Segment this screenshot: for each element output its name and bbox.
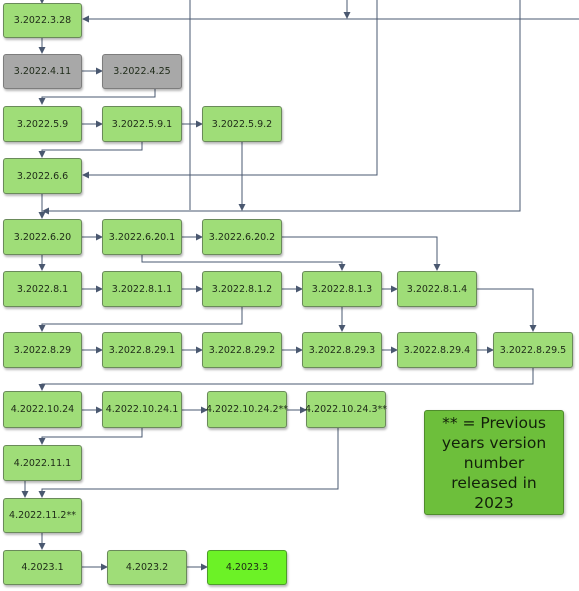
edge-6.20.2-8.1.4 xyxy=(282,236,441,271)
version-node[interactable]: 4.2022.11.2** xyxy=(3,498,82,533)
version-node[interactable]: 3.2022.5.9.1 xyxy=(102,106,182,142)
legend-box: ** = Previous years version number relea… xyxy=(424,410,564,515)
version-node[interactable]: 3.2022.6.6 xyxy=(3,158,82,194)
version-node[interactable]: 3.2022.5.9.2 xyxy=(202,106,282,142)
version-node[interactable]: 3.2022.8.29 xyxy=(3,332,82,368)
edge-right-to-6.6 xyxy=(82,0,378,179)
edge-6.20.1-8.1.3 xyxy=(141,255,346,271)
version-node[interactable]: 3.2022.8.1 xyxy=(3,271,82,307)
version-node[interactable]: 4.2022.10.24 xyxy=(3,391,82,428)
legend-text: ** = Previous years version number relea… xyxy=(441,413,547,512)
version-node[interactable]: 3.2022.8.1.1 xyxy=(102,271,182,307)
version-node[interactable]: 3.2022.8.1.3 xyxy=(302,271,382,307)
edge-right-to-6.20-line xyxy=(42,0,521,215)
version-node[interactable]: 3.2022.8.29.2 xyxy=(202,332,282,368)
edge-8.1.2-8.29 xyxy=(38,307,243,332)
edge-4.25-5.9 xyxy=(38,89,156,105)
edge-8.1.4-8.29.5 xyxy=(477,288,537,332)
version-node[interactable]: 3.2022.8.1.4 xyxy=(397,271,477,307)
version-node[interactable]: 4.2022.11.1 xyxy=(3,445,82,481)
version-node[interactable]: 4.2023.1 xyxy=(3,550,82,585)
version-node[interactable]: 3.2022.8.29.5 xyxy=(493,332,573,368)
edge-8.29.5-10.24 xyxy=(38,368,534,391)
version-node[interactable]: 3.2022.6.20.2 xyxy=(202,219,282,255)
version-node[interactable]: 3.2022.3.28 xyxy=(3,3,82,38)
edge-10.24.1-11.1 xyxy=(38,428,143,445)
version-node[interactable]: 3.2022.6.20.1 xyxy=(102,219,182,255)
version-node[interactable]: 4.2022.10.24.1 xyxy=(102,391,182,428)
version-node[interactable]: 3.2022.5.9 xyxy=(3,106,82,142)
edge-5.9.1-6.6 xyxy=(38,142,143,158)
version-node[interactable]: 4.2022.10.24.3** xyxy=(305,391,387,428)
version-node-abandoned[interactable]: 3.2022.4.11 xyxy=(3,54,82,89)
version-node-latest[interactable]: 4.2023.3 xyxy=(207,550,287,585)
version-node[interactable]: 3.2022.8.29.1 xyxy=(102,332,182,368)
version-node-abandoned[interactable]: 3.2022.4.25 xyxy=(102,54,182,89)
version-node[interactable]: 3.2022.8.1.2 xyxy=(202,271,282,307)
version-node[interactable]: 4.2023.2 xyxy=(107,550,187,585)
version-node[interactable]: 4.2022.10.24.2** xyxy=(206,391,288,428)
edge-10.24.3-11.2 xyxy=(38,428,339,498)
version-node[interactable]: 3.2022.6.20 xyxy=(3,219,82,255)
version-node[interactable]: 3.2022.8.29.4 xyxy=(397,332,477,368)
version-node[interactable]: 3.2022.8.29.3 xyxy=(302,332,382,368)
